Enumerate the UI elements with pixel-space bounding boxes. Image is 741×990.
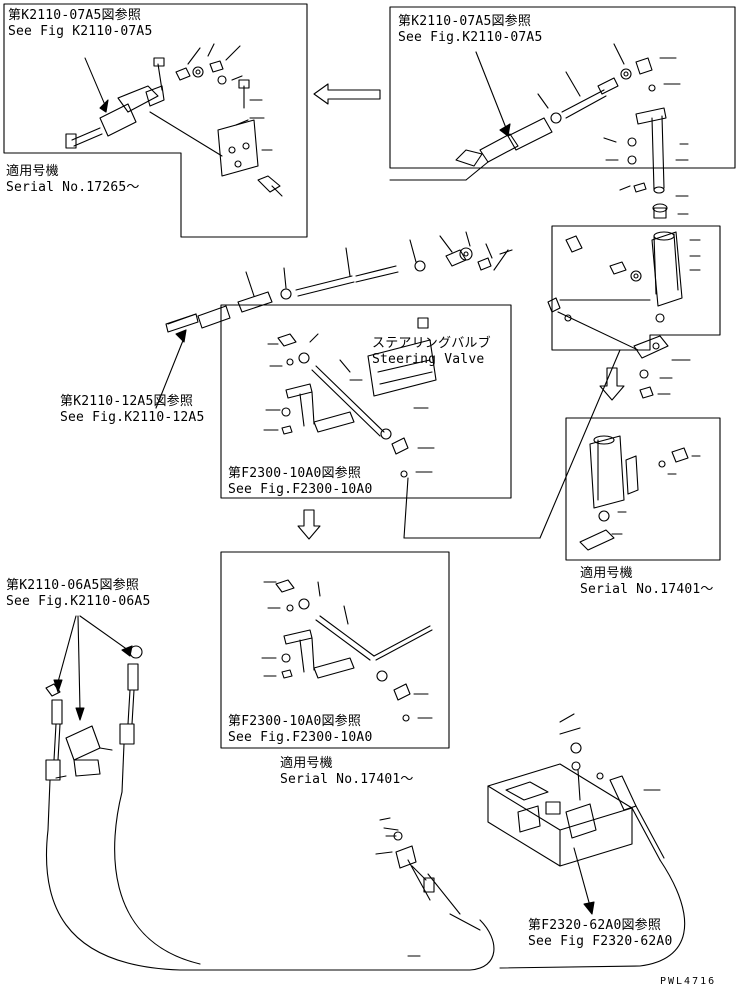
right-serial-inset-frame: [565, 417, 721, 561]
lower-center-reference-jp: 第F2300-10A0図参照: [228, 714, 362, 729]
steering-valve-assembly: [263, 317, 621, 539]
mid-center-reference-jp: 第F2300-10A0図参照: [228, 466, 362, 481]
bottom-right-reference-jp: 第F2320-62A0図参照: [528, 918, 662, 933]
mid-left-reference-jp: 第K2110-12A5図参照: [60, 394, 194, 409]
top-left-cylinder-assembly: [65, 43, 283, 197]
drawing-code: PWL4716: [660, 976, 717, 987]
lower-center-inset-frame: [220, 551, 450, 749]
top-left-reference-jp: 第K2110-07A5図参照: [8, 8, 142, 23]
mid-right-serial-en: Serial No.17401～: [580, 582, 714, 597]
top-left-reference-en: See Fig K2110-07A5: [8, 24, 153, 39]
top-right-cylinder-assembly: [389, 43, 681, 181]
hollow-arrow-down-center: [297, 509, 321, 540]
lower-center-reference-en: See Fig.F2300-10A0: [228, 730, 373, 745]
top-left-reference-label: 第K2110-07A5図参照 See Fig K2110-07A5: [8, 8, 152, 40]
lower-center-serial-label: 適用号機 Serial No.17401～: [280, 756, 414, 788]
mid-right-serial-label: 適用号機 Serial No.17401～: [580, 566, 714, 598]
bottom-right-reference-en: See Fig F2320-62A0: [528, 934, 673, 949]
mid-left-reference-en: See Fig.K2110-12A5: [60, 410, 205, 425]
mid-right-serial-jp: 適用号機: [580, 566, 633, 581]
left-reference-label: 第K2110-06A5図参照 See Fig.K2110-06A5: [6, 578, 150, 610]
steering-valve-jp: ステアリングバルブ: [372, 336, 491, 351]
top-right-reference-label: 第K2110-07A5図参照 See Fig.K2110-07A5: [398, 14, 542, 46]
top-left-serial-jp: 適用号機: [6, 164, 59, 179]
left-cable-assembly: [45, 615, 495, 971]
top-right-inset-frame: [389, 6, 736, 169]
lower-center-serial-jp: 適用号機: [280, 756, 333, 771]
left-reference-en: See Fig.K2110-06A5: [6, 594, 151, 609]
left-reference-jp: 第K2110-06A5図参照: [6, 578, 140, 593]
mid-left-reference-label: 第K2110-12A5図参照 See Fig.K2110-12A5: [60, 394, 204, 426]
mid-center-reference-label: 第F2300-10A0図参照 See Fig.F2300-10A0: [228, 466, 372, 498]
top-left-serial-label: 適用号機 Serial No.17265～: [6, 164, 140, 196]
lower-center-linkage: [261, 579, 433, 722]
middle-rod-assembly: [155, 231, 513, 409]
top-right-reference-jp: 第K2110-07A5図参照: [398, 14, 532, 29]
controller-box-assembly: [375, 713, 686, 969]
top-left-inset-frame: [3, 3, 308, 238]
steering-valve-frame: [220, 304, 512, 499]
mid-center-reference-en: See Fig.F2300-10A0: [228, 482, 373, 497]
hollow-arrow-left: [313, 83, 381, 105]
right-serial-bracket: [579, 435, 701, 551]
right-bracket-frame: [551, 225, 721, 351]
steering-valve-en: Steering Valve: [372, 352, 485, 367]
top-right-reference-en: See Fig.K2110-07A5: [398, 30, 543, 45]
top-left-serial-en: Serial No.17265～: [6, 180, 140, 195]
bottom-right-reference-label: 第F2320-62A0図参照 See Fig F2320-62A0: [528, 918, 672, 950]
right-shaft-assembly: [547, 107, 701, 399]
lower-center-reference-label: 第F2300-10A0図参照 See Fig.F2300-10A0: [228, 714, 372, 746]
lower-center-serial-en: Serial No.17401～: [280, 772, 414, 787]
hollow-arrow-down-right: [599, 367, 625, 401]
steering-valve-label: ステアリングバルブ Steering Valve: [372, 336, 491, 368]
